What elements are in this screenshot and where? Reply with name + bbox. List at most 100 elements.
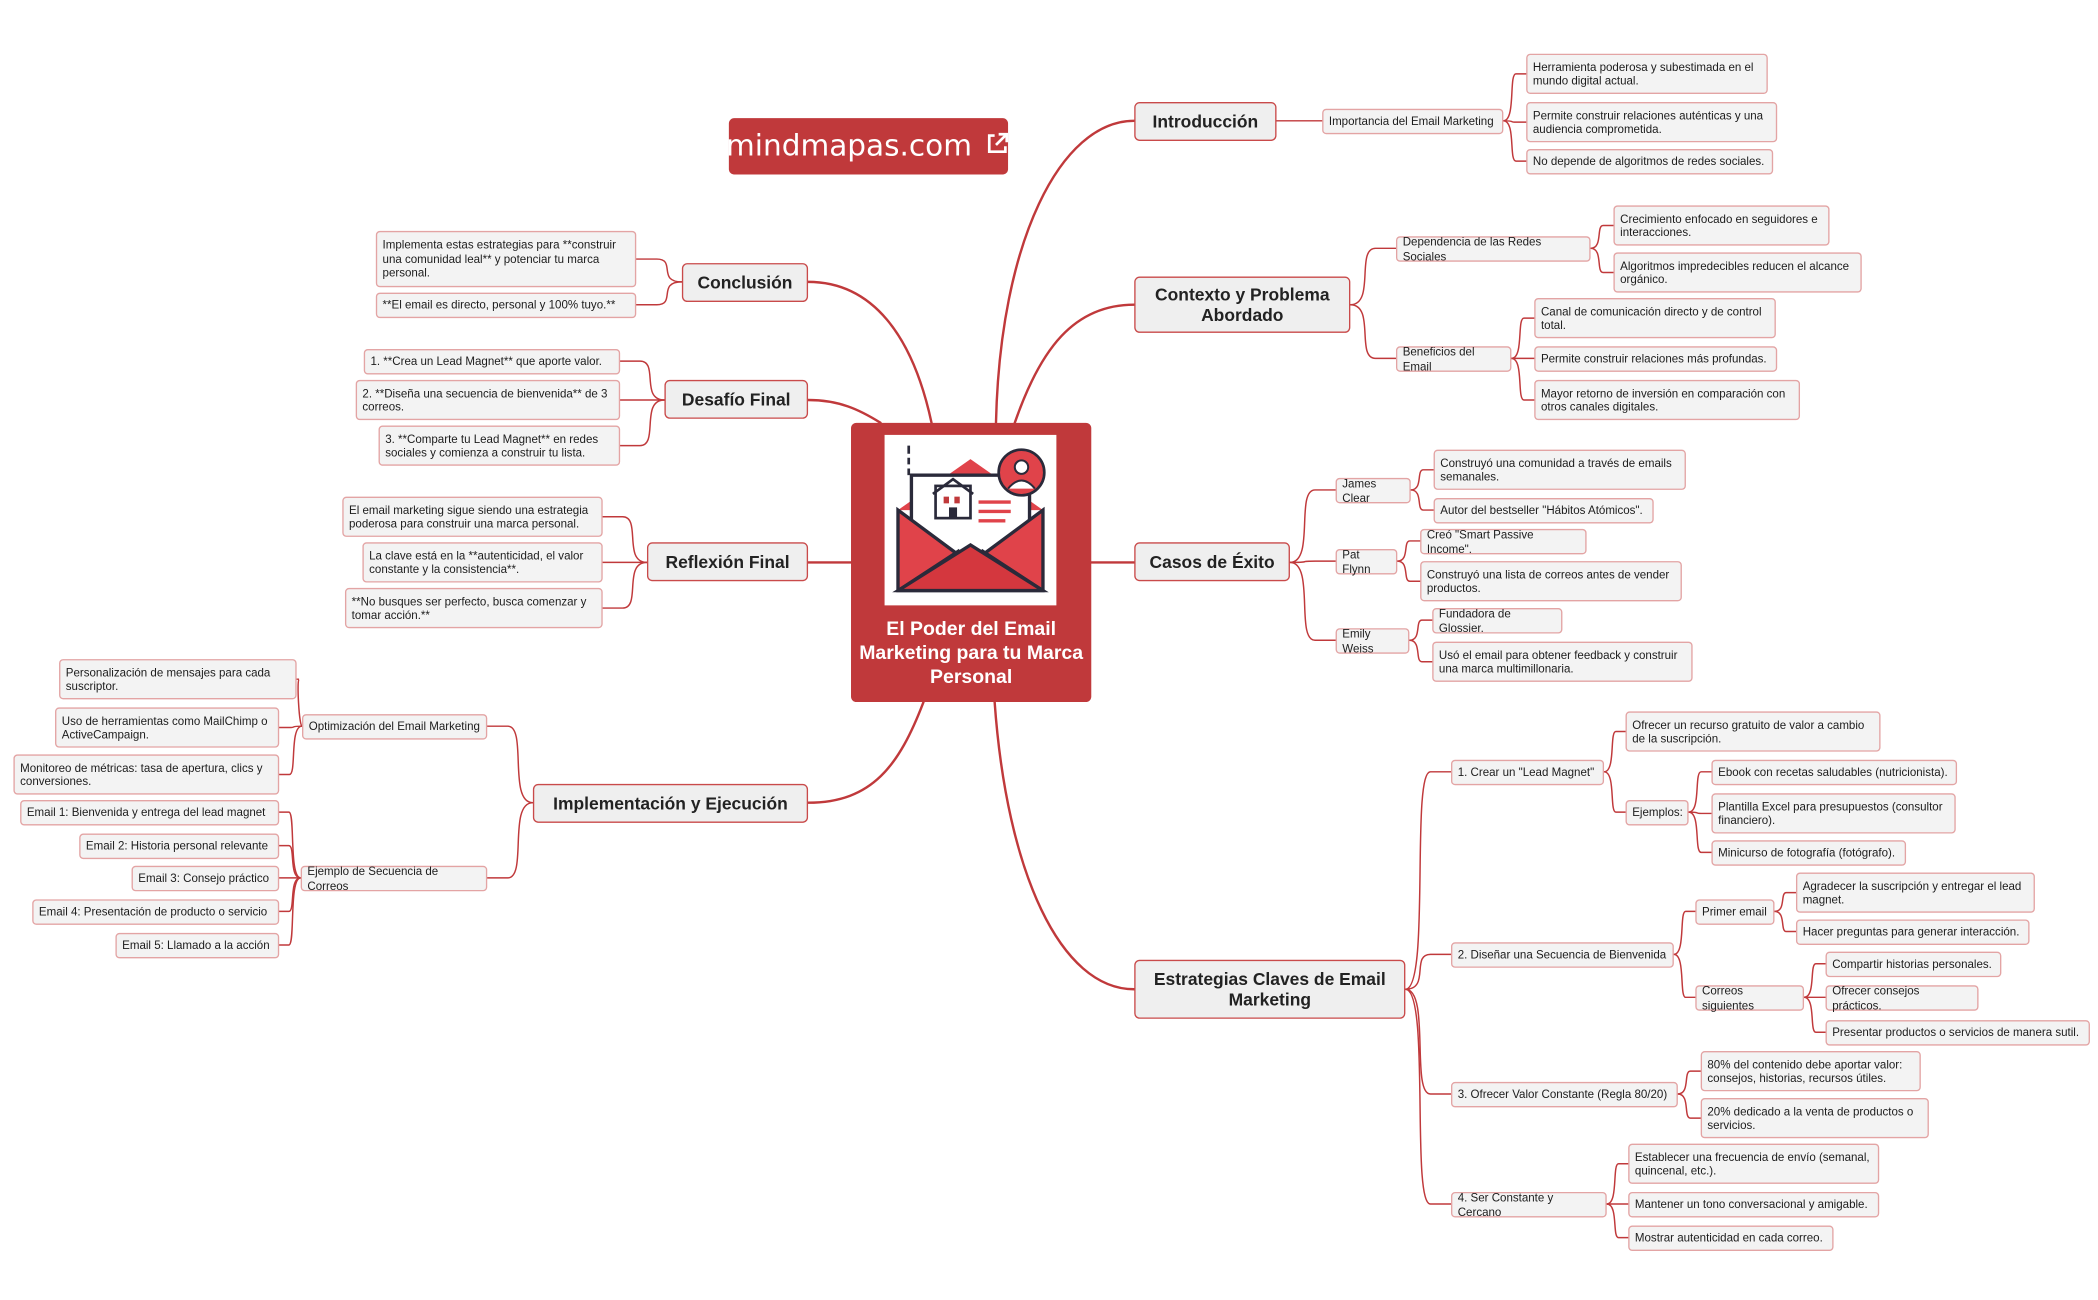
connector-line <box>1502 73 1527 122</box>
branch-introduccion[interactable]: Introducción <box>1134 102 1277 141</box>
mindmapas-link-button[interactable]: mindmapas.com <box>726 118 1011 175</box>
topic-dependencia[interactable]: Dependencia de las Redes Sociales <box>1395 235 1591 262</box>
leaf-ejemplo-2[interactable]: Plantilla Excel para presupuestos (consu… <box>1711 793 1956 834</box>
topic-emily-weiss[interactable]: Emily Weiss <box>1335 627 1410 654</box>
leaf-conclusion-1[interactable]: Implementa estas estrategias para **cons… <box>375 230 637 288</box>
connector-line <box>1349 303 1397 360</box>
connector-line <box>635 281 683 306</box>
branch-desafio[interactable]: Desafío Final <box>664 379 809 419</box>
connector-line <box>1773 891 1797 913</box>
topic-beneficios[interactable]: Beneficios del Email <box>1395 345 1512 372</box>
leaf-cercano-2[interactable]: Mantener un tono conversacional y amigab… <box>1628 1191 1880 1218</box>
connector-line <box>1803 996 1827 1033</box>
topic-secuencia-bienvenida[interactable]: 2. Diseñar una Secuencia de Bienvenida <box>1451 942 1674 968</box>
connector-line <box>1408 619 1433 642</box>
connector-line <box>1510 357 1535 401</box>
leaf-optimizacion-2[interactable]: Uso de herramientas como MailChimp o Act… <box>55 707 280 748</box>
branch-casos[interactable]: Casos de Éxito <box>1134 542 1290 582</box>
topic-james-clear[interactable]: James Clear <box>1335 477 1411 504</box>
connector-line <box>635 258 683 283</box>
leaf-ejemplo-1[interactable]: Ebook con recetas saludables (nutricioni… <box>1711 759 1958 786</box>
connector-line <box>1589 224 1615 250</box>
topic-constante-cercano[interactable]: 4. Ser Constante y Cercano <box>1451 1191 1607 1218</box>
branch-estrategias[interactable]: Estrategias Claves de Email Marketing <box>1134 959 1406 1019</box>
connector-line <box>278 877 302 946</box>
leaf-beneficios-2[interactable]: Permite construir relaciones más profund… <box>1534 346 1778 372</box>
topic-ejemplos[interactable]: Ejemplos: <box>1625 800 1689 826</box>
leaf-intro-2[interactable]: Permite construir relaciones auténticas … <box>1526 102 1778 143</box>
connector-line <box>1013 303 1136 425</box>
leaf-cercano-1[interactable]: Establecer una frecuencia de envío (sema… <box>1628 1143 1880 1184</box>
leaf-beneficios-1[interactable]: Canal de comunicación directo y de contr… <box>1534 297 1776 339</box>
leaf-primer-2[interactable]: Hacer preguntas para generar interacción… <box>1795 919 2030 945</box>
connector-line <box>619 360 666 401</box>
connector-line <box>278 877 302 913</box>
leaf-james-1[interactable]: Construyó una comunidad a través de emai… <box>1433 449 1686 490</box>
leaf-siguientes-1[interactable]: Compartir historias personales. <box>1825 951 2002 978</box>
connector-line <box>601 561 648 609</box>
topic-lead-magnet[interactable]: 1. Crear un "Lead Magnet" <box>1451 759 1605 786</box>
leaf-james-2[interactable]: Autor del bestseller "Hábitos Atómicos". <box>1433 497 1654 524</box>
topic-pat-flynn[interactable]: Pat Flynn <box>1335 548 1398 575</box>
connector-line <box>1404 953 1452 991</box>
leaf-pat-2[interactable]: Construyó una lista de correos antes de … <box>1420 561 1682 602</box>
leaf-email-1[interactable]: Email 1: Bienvenida y entrega del lead m… <box>20 800 280 826</box>
leaf-emily-2[interactable]: Usó el email para obtener feedback y con… <box>1432 641 1693 682</box>
leaf-email-2[interactable]: Email 2: Historia personal relevante <box>79 833 280 860</box>
topic-optimizacion[interactable]: Optimización del Email Marketing <box>302 714 488 740</box>
leaf-desafio-1[interactable]: 1. **Crea un Lead Magnet** que aporte va… <box>363 348 621 375</box>
branch-implementacion[interactable]: Implementación y Ejecución <box>532 783 809 823</box>
topic-secuencia-correos[interactable]: Ejemplo de Secuencia de Correos <box>300 865 488 892</box>
leaf-email-5[interactable]: Email 5: Llamado a la acción <box>115 932 280 959</box>
connector-line <box>295 678 303 727</box>
leaf-pat-1[interactable]: Creó "Smart Passive Income". <box>1420 528 1587 555</box>
leaf-cercano-3[interactable]: Mostrar autenticidad en cada correo. <box>1628 1225 1834 1252</box>
leaf-dependencia-1[interactable]: Crecimiento enfocado en seguidores e int… <box>1613 205 1830 246</box>
leaf-reflexion-3[interactable]: **No busques ser perfecto, busca comenza… <box>344 587 603 629</box>
central-topic[interactable]: El Poder del Email Marketing para tu Mar… <box>851 422 1092 703</box>
connector-line <box>1502 120 1527 162</box>
topic-valor-constante[interactable]: 3. Ofrecer Valor Constante (Regla 80/20) <box>1451 1081 1678 1108</box>
leaf-siguientes-2[interactable]: Ofrecer consejos prácticos. <box>1825 984 1979 1011</box>
leaf-dependencia-2[interactable]: Algoritmos impredecibles reducen el alca… <box>1613 252 1862 293</box>
connector-line <box>1408 639 1433 663</box>
leaf-intro-1[interactable]: Herramienta poderosa y subestimada en el… <box>1526 53 1768 94</box>
leaf-reflexion-1[interactable]: El email marketing sigue siendo una estr… <box>342 496 603 537</box>
leaf-email-3[interactable]: Email 3: Consejo práctico <box>131 865 280 892</box>
topic-primer-email[interactable]: Primer email <box>1695 899 1775 925</box>
connector-line <box>1589 247 1615 274</box>
leaf-ejemplo-3[interactable]: Minicurso de fotografía (fotógrafo). <box>1711 840 1907 866</box>
connector-line <box>1510 317 1535 360</box>
leaf-reflexion-2[interactable]: La clave está en la **autenticidad, el v… <box>362 542 603 583</box>
connector-line <box>806 398 882 425</box>
leaf-valor-2[interactable]: 20% dedicado a la venta de productos o s… <box>1700 1097 1929 1139</box>
branch-conclusion[interactable]: Conclusión <box>681 263 809 303</box>
topic-correos-siguientes[interactable]: Correos siguientes <box>1695 984 1805 1011</box>
branch-reflexion[interactable]: Reflexión Final <box>646 542 809 582</box>
branch-contexto[interactable]: Contexto y Problema Abordado <box>1134 276 1351 333</box>
leaf-lead-magnet[interactable]: Ofrecer un recurso gratuito de valor a c… <box>1625 711 1881 752</box>
connector-line <box>994 119 1136 425</box>
leaf-emily-1[interactable]: Fundadora de Glossier. <box>1432 607 1563 634</box>
leaf-valor-1[interactable]: 80% del contenido debe aportar valor: co… <box>1700 1051 1921 1092</box>
leaf-primer-1[interactable]: Agradecer la suscripción y entregar el l… <box>1795 872 2035 913</box>
leaf-email-4[interactable]: Email 4: Presentación de producto o serv… <box>32 899 280 925</box>
leaf-siguientes-3[interactable]: Presentar productos o servicios de maner… <box>1825 1020 2090 1046</box>
connector-line <box>1502 120 1527 123</box>
leaf-desafio-2[interactable]: 2. **Diseña una secuencia de bienvenida*… <box>355 379 621 421</box>
leaf-intro-3[interactable]: No depende de algoritmos de redes social… <box>1526 148 1774 175</box>
topic-importancia[interactable]: Importancia del Email Marketing <box>1322 108 1504 135</box>
leaf-optimizacion-1[interactable]: Personalización de mensajes para cada su… <box>59 659 297 700</box>
external-link-icon <box>984 130 1011 164</box>
connector-line <box>1410 489 1435 511</box>
connector-line <box>278 844 302 879</box>
leaf-conclusion-2[interactable]: **El email es directo, personal y 100% t… <box>375 292 637 319</box>
connector-line <box>278 811 302 879</box>
leaf-beneficios-3[interactable]: Mayor retorno de inversión en comparació… <box>1534 379 1801 421</box>
connector-line <box>619 399 666 447</box>
leaf-desafio-3[interactable]: 3. **Comparte tu Lead Magnet** en redes … <box>378 425 621 466</box>
email-envelope-icon <box>884 434 1057 606</box>
connector-line <box>1396 560 1421 582</box>
leaf-optimizacion-3[interactable]: Monitoreo de métricas: tasa de apertura,… <box>13 754 280 795</box>
connector-line <box>1404 988 1452 1095</box>
